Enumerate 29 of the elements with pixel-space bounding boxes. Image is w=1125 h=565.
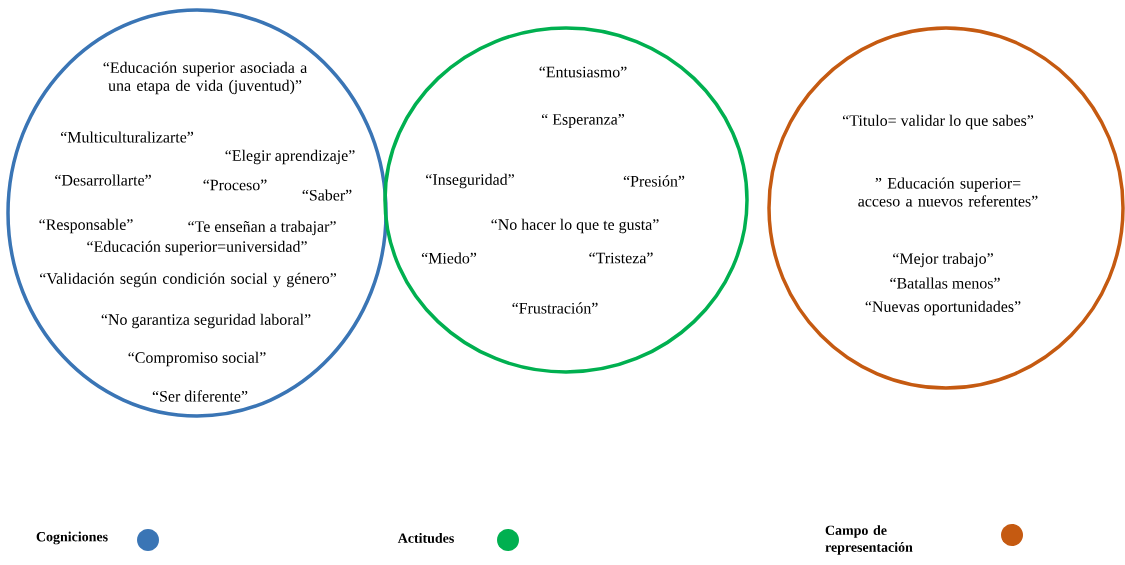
quote-text: “Inseguridad” bbox=[426, 173, 514, 189]
quote-text: “Entusiasmo” bbox=[539, 66, 627, 78]
quote-text: “Batallas menos” bbox=[890, 277, 1000, 289]
quote-text: “Compromiso social” bbox=[128, 351, 266, 367]
quote-text: “Multiculturalizarte” bbox=[60, 131, 194, 143]
quote-text: “No hacer lo que te gusta” bbox=[491, 218, 659, 234]
quote-text: “Educación superior asociada a una etapa de vida (juventud)” bbox=[103, 61, 308, 95]
quote-text: “Presión” bbox=[623, 175, 685, 187]
quote-text: “Proceso” bbox=[203, 179, 267, 191]
quote-text: “Educación superior=universidad” bbox=[87, 240, 307, 256]
legend-label: Actitudes bbox=[397, 533, 454, 543]
quote-text: “Responsable” bbox=[39, 218, 133, 234]
quote-text: “Tristeza” bbox=[589, 252, 653, 264]
quote-text: “Mejor trabajo” bbox=[893, 252, 993, 268]
quote-text: “Desarrollarte” bbox=[55, 174, 151, 186]
quote-text: “No garantiza seguridad laboral” bbox=[101, 313, 311, 329]
quote-text: ” Educación superior= acceso a nuevos referentes” bbox=[858, 177, 1038, 207]
quote-text: “ Esperanza” bbox=[541, 114, 625, 128]
quote-text: “Miedo” bbox=[421, 252, 477, 264]
quote-text: “Frustración” bbox=[512, 302, 598, 314]
legend-label: Cogniciones bbox=[36, 531, 108, 545]
legend-label: Campo de representación bbox=[825, 525, 913, 555]
quote-text: “Saber” bbox=[302, 189, 352, 201]
quote-text: “Nuevas oportunidades” bbox=[865, 300, 1021, 316]
quote-text: “Validación según condición social y género” bbox=[40, 272, 336, 288]
quote-text: “Te enseñan a trabajar” bbox=[188, 220, 336, 236]
quote-text: “Elegir aprendizaje” bbox=[225, 149, 355, 165]
quote-text: “Titulo= validar lo que sabes” bbox=[842, 114, 1034, 130]
quote-text: “Ser diferente” bbox=[152, 390, 248, 402]
